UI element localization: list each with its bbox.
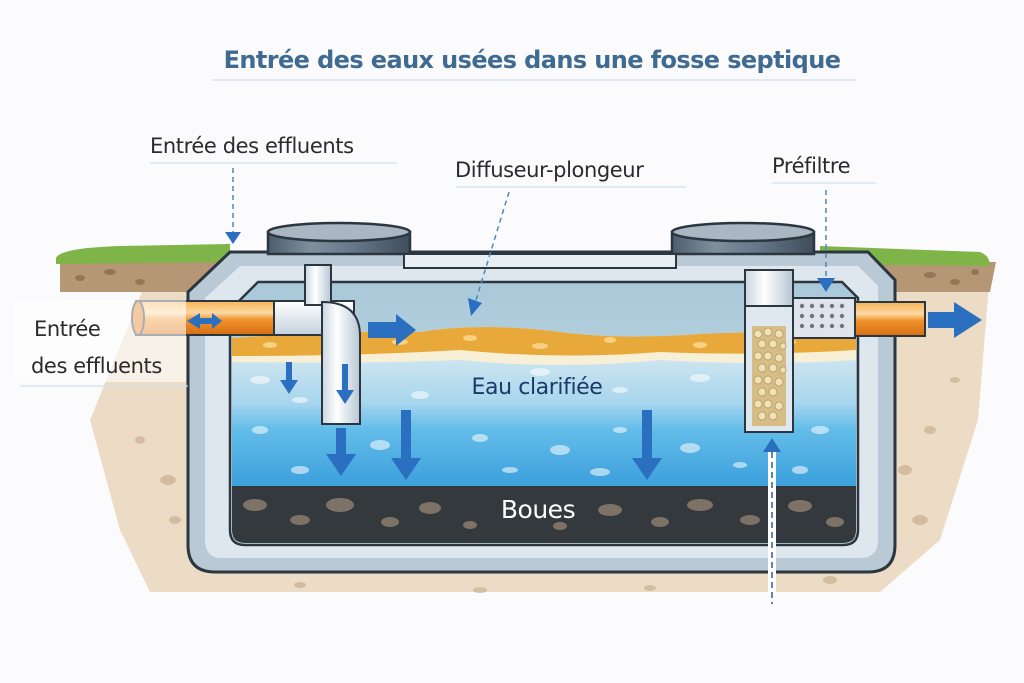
leader-prefilter [817,190,835,292]
down-arrow-icon [326,428,356,476]
outlet-flow-arrow-icon [928,302,982,338]
label-clarified-water: Eau clarifiée [472,375,603,400]
sand-pebbles [135,377,960,593]
leader-arrow-icon [817,278,835,292]
leader-arrow-icon [225,232,241,244]
label-inlet-side-line1: Entrée [34,317,100,341]
leader-inlet-top [225,168,241,244]
soil-pebbles [75,269,979,285]
access-lid-left [266,221,412,256]
label-inlet-top: Entrée des effluents [150,134,354,158]
sludge-particles [243,498,844,530]
label-backdrop [14,300,186,382]
clarified-water-zone [232,356,856,488]
label-inlet-side-line2: des effluents [31,354,162,378]
down-arrow-icon [336,364,354,404]
leader-upflow [763,438,781,604]
prefilter [744,269,794,433]
label-diffuser: Diffuseur-plongeur [455,158,644,182]
grass-left [56,244,230,264]
flow-arrows [187,302,982,480]
leader-arrow-icon [468,298,482,316]
leader-diffuser [468,191,510,316]
diffuser-flow-arrow-icon [368,314,416,346]
inlet-bidirectional-arrow-icon [187,313,222,329]
upflow-arrow-icon [763,438,781,452]
diagram-title: Entrée des eaux usées dans une fosse sep… [224,46,841,74]
down-arrow-icon [391,410,421,480]
label-prefilter: Préfiltre [772,154,850,178]
outlet-pipe [854,301,926,337]
tank-top-cover [403,253,677,269]
outlet-perforated-pipe [792,297,856,339]
label-sludge: Boues [501,495,575,524]
down-arrow-icon [632,410,662,480]
water-bubbles [250,368,829,476]
down-arrow-icon [280,362,298,394]
access-lid-right [670,221,816,256]
